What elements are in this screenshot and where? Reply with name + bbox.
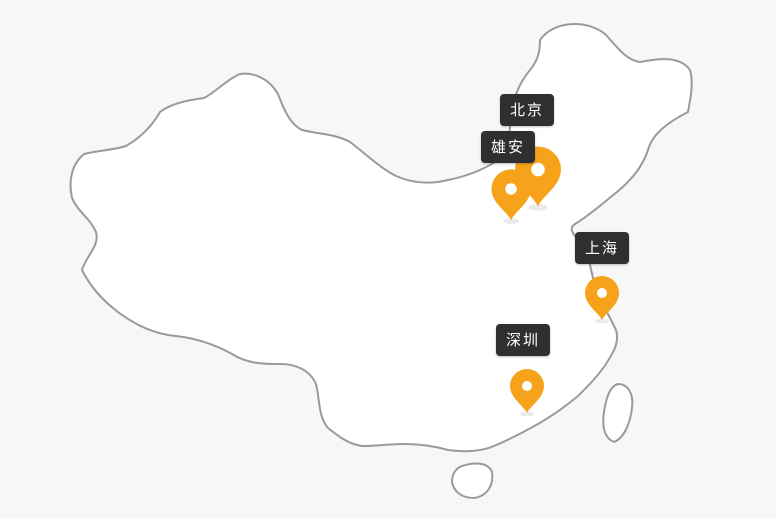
city-label-beijing[interactable]: 北京	[500, 94, 555, 126]
pin-center-dot	[522, 381, 532, 391]
city-label-xiongan[interactable]: 雄安	[481, 131, 536, 163]
hainan-region	[451, 462, 494, 499]
pin-shadow	[595, 318, 609, 324]
city-label-shenzhen[interactable]: 深圳	[496, 324, 551, 356]
pin-shadow	[502, 218, 520, 225]
pin-shadow	[528, 203, 548, 211]
pin-center-dot	[505, 183, 517, 195]
map-pin-icon-xiongan[interactable]	[491, 169, 531, 225]
pin-shadow	[520, 411, 534, 417]
taiwan-region	[602, 383, 634, 443]
map-pin-icon-shanghai[interactable]	[585, 276, 619, 324]
map-pin-icon-shenzhen[interactable]	[510, 369, 544, 417]
pin-center-dot	[531, 162, 545, 177]
pin-center-dot	[597, 288, 607, 298]
city-label-shanghai[interactable]: 上海	[575, 232, 630, 264]
markers-layer	[491, 146, 619, 417]
